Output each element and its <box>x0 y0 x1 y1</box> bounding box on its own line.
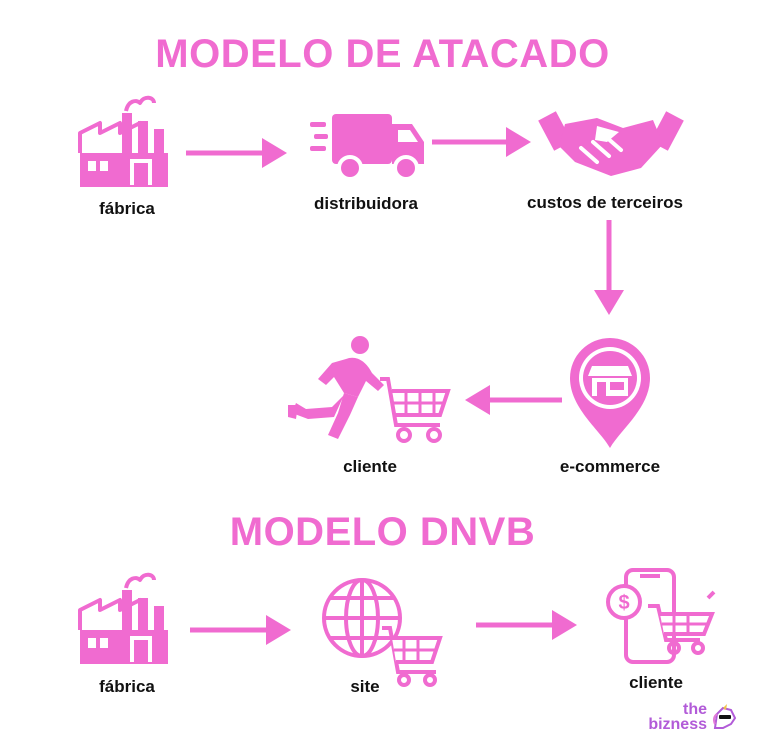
label-factory-dnvb: fábrica <box>99 677 155 696</box>
factory-icon <box>78 572 168 664</box>
label-third-party-costs: custos de terceiros <box>527 193 683 212</box>
factory-icon <box>78 95 168 187</box>
brand-logo: the bizness <box>648 701 737 733</box>
unicorn-sunglasses-icon <box>712 704 737 729</box>
running-shopper-cart-icon <box>288 336 451 443</box>
label-factory-wholesale: fábrica <box>99 199 155 218</box>
label-customer-wholesale: cliente <box>343 457 397 476</box>
globe-cart-icon <box>322 578 443 687</box>
delivery-truck-icon <box>310 114 424 181</box>
title-wholesale-model: MODELO DE ATACADO <box>155 32 610 76</box>
title-dnvb-model: MODELO DNVB <box>229 510 536 554</box>
label-customer-dnvb: cliente <box>629 673 683 692</box>
logo-text-bizness: bizness <box>648 716 707 733</box>
label-ecommerce: e-commerce <box>559 457 661 476</box>
store-location-pin-icon <box>570 338 650 448</box>
phone-cart-icon: $ <box>606 568 716 664</box>
label-distributor: distribuidora <box>314 194 418 213</box>
label-site: site <box>350 677 380 696</box>
logo-text-the: the <box>683 701 707 718</box>
handshake-icon <box>538 111 684 176</box>
svg-text:$: $ <box>618 592 629 614</box>
